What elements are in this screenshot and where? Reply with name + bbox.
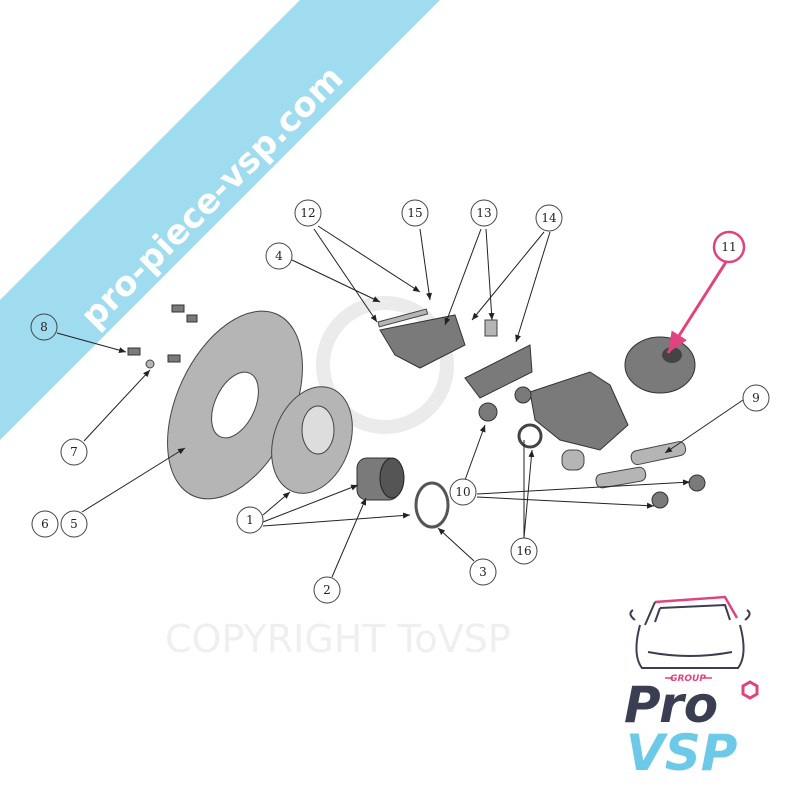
callout-12: 12 — [294, 199, 322, 227]
svg-text:11: 11 — [721, 240, 736, 254]
circlip — [414, 481, 450, 529]
svg-text:1: 1 — [246, 513, 254, 527]
callout-1: 1 — [236, 506, 264, 534]
svg-text:13: 13 — [476, 206, 491, 220]
svg-text:9: 9 — [752, 391, 760, 405]
provsp-logo: GROUP Pro VSP — [624, 595, 759, 782]
seals — [478, 386, 543, 449]
brake-pads — [377, 308, 533, 399]
svg-text:VSP: VSP — [626, 724, 737, 782]
svg-text:4: 4 — [275, 249, 283, 263]
callout-4: 4 — [265, 242, 293, 270]
wheel-bearing — [356, 457, 405, 501]
svg-text:12: 12 — [300, 206, 315, 220]
svg-text:GROUP: GROUP — [670, 674, 706, 684]
svg-text:16: 16 — [516, 544, 531, 558]
svg-text:10: 10 — [455, 485, 470, 499]
callout-10: 10 — [449, 478, 477, 506]
caliper-boot — [624, 336, 696, 394]
callout-6: 6 — [31, 510, 59, 538]
callout-16: 16 — [510, 537, 538, 565]
guide-pins — [595, 441, 706, 509]
svg-text:15: 15 — [407, 206, 422, 220]
callout-13: 13 — [470, 199, 498, 227]
leader-lines — [56, 225, 744, 578]
callout-15: 15 — [401, 199, 429, 227]
svg-text:2: 2 — [323, 583, 331, 597]
svg-text:Pro: Pro — [624, 676, 718, 734]
svg-text:6: 6 — [41, 517, 49, 531]
callout-5: 5 — [60, 510, 88, 538]
copyright-watermark: COPYRIGHT ToVSP — [165, 296, 511, 661]
callout-11: 11 — [712, 230, 746, 264]
callout-3: 3 — [469, 558, 497, 586]
callout-8: 8 — [30, 313, 58, 341]
brake-caliper — [529, 371, 629, 471]
callout-7: 7 — [60, 438, 88, 466]
svg-text:5: 5 — [70, 517, 78, 531]
callout-14: 14 — [535, 204, 563, 232]
callout-2: 2 — [313, 576, 341, 604]
svg-text:14: 14 — [541, 211, 557, 225]
callout-9: 9 — [742, 384, 770, 412]
svg-text:3: 3 — [479, 565, 487, 579]
svg-text:COPYRIGHT ToVSP: COPYRIGHT ToVSP — [165, 617, 511, 661]
bolts — [127, 304, 198, 369]
wheel-hub — [271, 386, 353, 494]
brake-disc — [167, 310, 303, 500]
svg-text:8: 8 — [40, 320, 48, 334]
svg-text:7: 7 — [70, 445, 78, 459]
